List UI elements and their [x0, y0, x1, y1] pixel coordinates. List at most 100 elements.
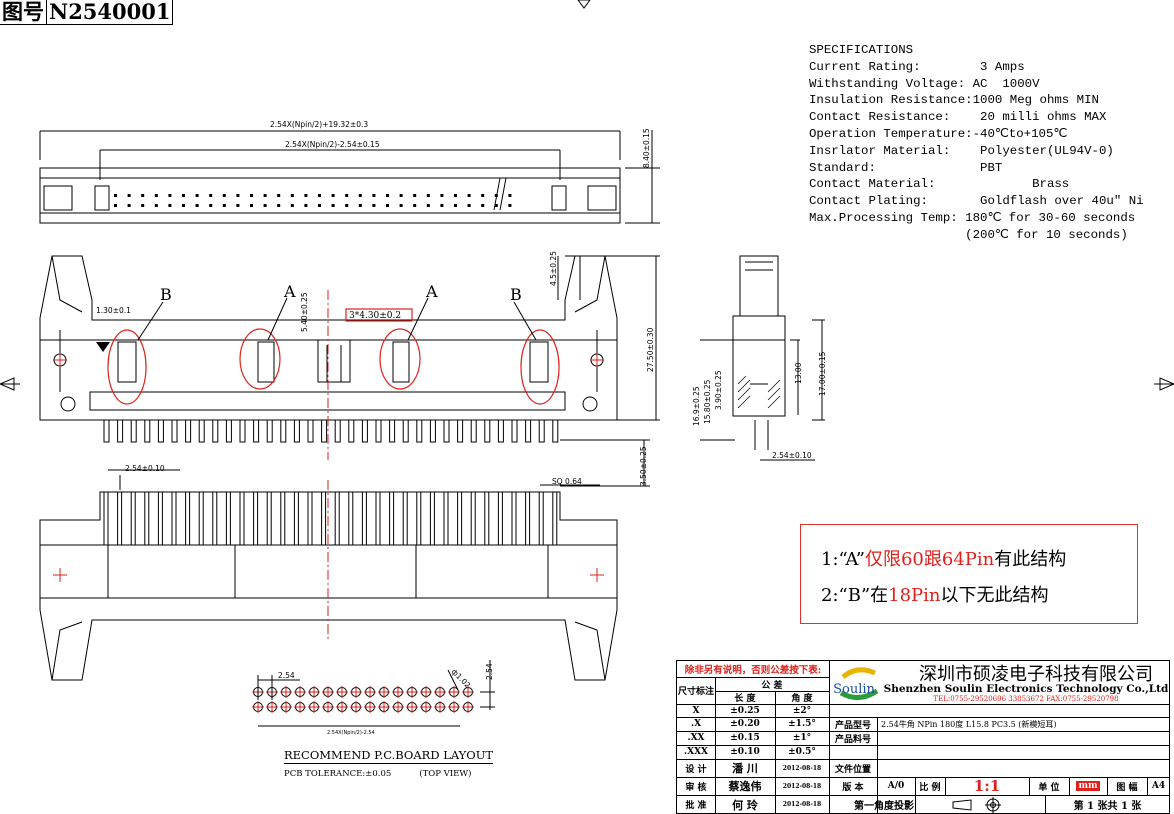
bottom-pin	[198, 491, 204, 546]
spec-row: Insulation Resistance:1000 Meg ohms MIN	[809, 93, 1099, 108]
label-b-right: B	[510, 285, 522, 304]
label-a-left: A	[283, 282, 296, 301]
top-hole	[372, 194, 376, 197]
dim-side-c: 3.90±0.25	[714, 370, 723, 410]
top-hole	[277, 194, 281, 197]
front-pin	[280, 419, 287, 443]
top-hole	[345, 194, 349, 197]
ang-2: ±1°	[792, 733, 812, 743]
front-pin	[375, 419, 382, 443]
bottom-pin	[280, 491, 286, 546]
top-hole	[508, 194, 512, 197]
angle-header: 角 度	[791, 694, 813, 704]
front-pin	[266, 419, 273, 443]
top-hole	[304, 204, 308, 207]
top-hole	[318, 194, 321, 197]
notes-box: 1:“A”仅限60跟64Pin有此结构 2:“B”在18Pin以下无此结构	[800, 524, 1138, 624]
center-marks	[53, 290, 604, 640]
drawing-number-label: 图号	[2, 0, 44, 24]
spec-row: Operation Temperature:-40℃to+105℃	[809, 126, 1068, 141]
top-hole	[454, 204, 457, 207]
sheet-size-value: A4	[1151, 781, 1166, 791]
front-pin	[389, 419, 396, 443]
grade-0: X	[692, 705, 700, 716]
bottom-pin	[157, 491, 163, 546]
top-hole	[290, 194, 294, 197]
top-hole	[195, 204, 199, 207]
top-hole	[386, 204, 389, 207]
top-hole	[413, 194, 417, 197]
callout-letters: B A A B	[160, 282, 522, 304]
front-pin	[321, 419, 328, 443]
spec-row: Max.Processing Temp: 180℃ for 30-60 seco…	[809, 210, 1136, 225]
dim-pcb-pitch: 2.54	[278, 671, 295, 680]
bottom-pin	[239, 491, 245, 546]
title-block: 除非另有说明，否则公差按下表: 尺寸标注 公 差 长 度 角 度 X ±0.25…	[676, 660, 1170, 814]
top-hole	[318, 204, 321, 207]
bottom-pin	[402, 491, 408, 546]
note-1-pre: 1:“A”	[821, 549, 865, 570]
top-hole	[127, 204, 131, 207]
product-model: 2.54牛角 NPin 180度 L15.8 PC3.5 (新模短耳)	[881, 719, 1057, 729]
dim-side-b: 15.80±0.25	[703, 379, 712, 424]
dimension-texts: 2.54X(Npin/2)+19.32±0.3 2.54X(Npin/2)-2.…	[96, 120, 827, 736]
product-no-label: 产品料号	[834, 734, 871, 745]
sheet-count: 第 1 张共 1 张	[1073, 801, 1142, 812]
top-hole	[127, 194, 131, 197]
front-pin	[457, 419, 464, 443]
tolerance-header: 公 差	[761, 680, 783, 691]
top-hole	[168, 204, 172, 207]
size-label: 尺寸标注	[677, 687, 714, 697]
dim-pitch-small: 1.30±0.1	[96, 306, 131, 315]
dim-side-d: 13.00	[794, 362, 803, 384]
top-hole	[358, 194, 362, 197]
len-2: ±0.15	[730, 733, 760, 743]
front-pin	[225, 419, 232, 443]
bottom-pin	[171, 491, 177, 546]
front-pin	[117, 419, 124, 443]
top-hole	[331, 204, 335, 207]
dim-pin-square: SQ 0.64	[552, 477, 582, 486]
pcb-dim-lines	[257, 660, 495, 727]
top-hole	[195, 194, 199, 197]
front-pin	[157, 419, 164, 443]
slot-repeat-box	[345, 308, 413, 322]
bottom-pin	[484, 491, 490, 546]
top-hole	[222, 194, 226, 197]
top-hole	[263, 204, 267, 207]
bottom-pin	[225, 491, 231, 546]
bottom-pin	[416, 491, 422, 546]
top-hole	[358, 204, 362, 207]
top-hole	[250, 204, 253, 207]
section-hatching	[737, 375, 781, 409]
top-hole	[141, 194, 145, 197]
dim-slot-repeat: 3*4.30±0.2	[349, 311, 401, 321]
linework	[39, 130, 825, 681]
callout-leaders	[137, 297, 537, 341]
bottom-pin	[375, 491, 381, 546]
drawing-number-value: N2540001	[46, 0, 172, 24]
pcb-holes	[252, 686, 474, 713]
review-name: 蔡逸伟	[728, 780, 762, 793]
ang-0: ±2°	[792, 705, 812, 716]
dim-overall-length: 2.54X(Npin/2)+19.32±0.3	[270, 120, 368, 129]
front-pin	[361, 419, 368, 443]
note-1-highlight: 仅限60跟64Pin	[864, 549, 995, 570]
spec-row: Contact Plating: Goldflash over 40u" Ni	[809, 194, 1144, 209]
pcb-tolerance: PCB TOLERANCE:±0.05	[284, 769, 392, 779]
bottom-pin	[253, 491, 259, 546]
top-hole	[263, 194, 267, 197]
design-role: 设 计	[685, 764, 707, 775]
front-pin	[239, 419, 246, 443]
front-pin	[334, 419, 341, 443]
front-pin	[484, 419, 491, 443]
ang-3: ±0.5°	[788, 747, 816, 757]
bottom-pin	[185, 491, 191, 546]
front-pins	[103, 419, 559, 443]
top-hole	[182, 204, 185, 207]
top-hole	[236, 194, 240, 197]
top-hole	[154, 194, 158, 197]
top-hole	[331, 194, 335, 197]
front-pin	[293, 419, 300, 443]
